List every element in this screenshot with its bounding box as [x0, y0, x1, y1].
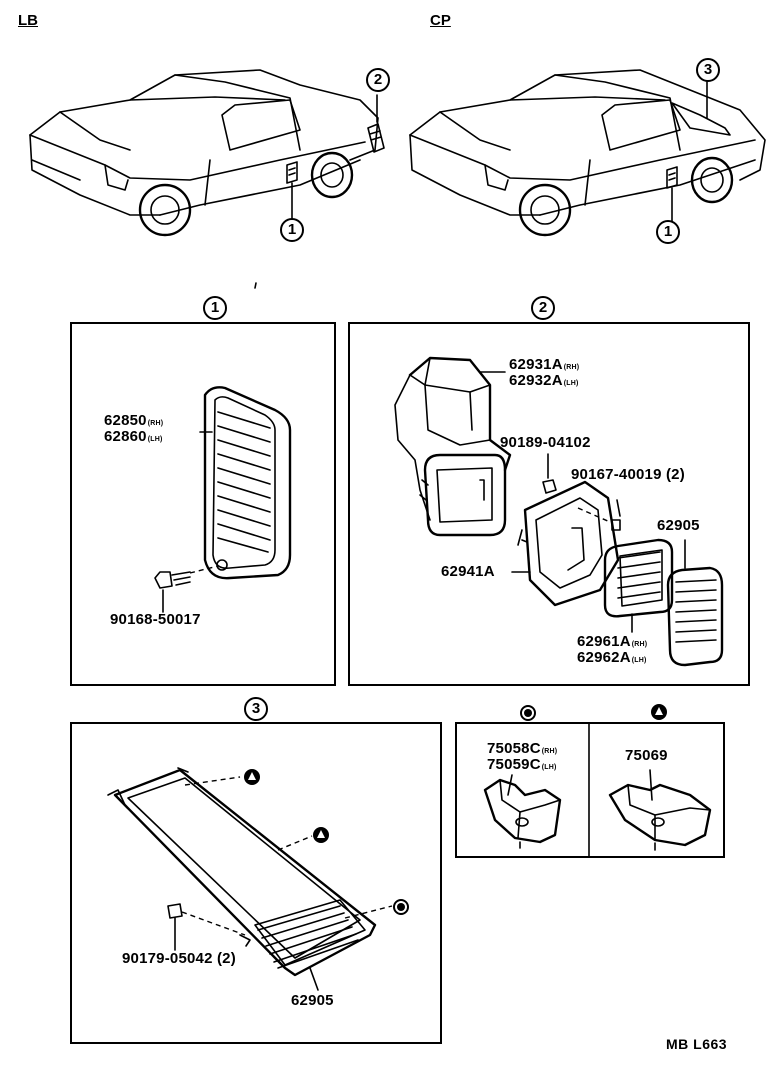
- panel1-part-b: 62860(LH): [104, 428, 163, 445]
- panel1-part-a: 62850(RH): [104, 412, 164, 429]
- callout-2-lb: 2: [366, 68, 390, 92]
- panel2-vent-a: 62961A(RH): [577, 633, 648, 650]
- triangle-marker: [313, 827, 329, 843]
- panel2-heading: 2: [531, 296, 555, 320]
- panel1-screw: 90168-50017: [110, 611, 201, 628]
- panel3-screw: 90179-05042 (2): [122, 950, 236, 967]
- panel4-bracket-art: [483, 723, 712, 858]
- panel2-screw: 90167-40019 (2): [571, 466, 685, 483]
- cp-car-illustration: [409, 69, 766, 237]
- panel4-frame: [455, 722, 725, 858]
- panel2-grille: 62905: [657, 517, 700, 534]
- callout-3-cp: 3: [696, 58, 720, 82]
- panel3-grille: 62905: [291, 992, 334, 1009]
- panel3-louver-art: [107, 767, 393, 991]
- panel2-duct-art: [394, 356, 724, 667]
- panel2-frame: [348, 322, 750, 686]
- panel2-gasket: 62941A: [441, 563, 495, 580]
- triangle-marker: [244, 769, 260, 785]
- panel2-duct-b: 62932A(LH): [509, 372, 579, 389]
- panel2-clip: 90189-04102: [500, 434, 591, 451]
- panel1-heading: 1: [203, 296, 227, 320]
- panel2-duct-a: 62931A(RH): [509, 356, 580, 373]
- panel4-bracket-b: 75059C(LH): [487, 756, 557, 773]
- callout-1-lb: 1: [280, 218, 304, 242]
- lb-car-illustration: [29, 69, 385, 237]
- panel3-heading: 3: [244, 697, 268, 721]
- panel4-bracket-a: 75058C(RH): [487, 740, 558, 757]
- panel4-bracket-c: 75069: [625, 747, 668, 764]
- cp-label: CP: [430, 12, 451, 29]
- dot-marker: [393, 899, 409, 915]
- panel3-frame: [70, 722, 442, 1044]
- panel2-vent-b: 62962A(LH): [577, 649, 647, 666]
- panel1-frame: [70, 322, 336, 686]
- panel1-grille-art: [154, 386, 292, 613]
- callout-1-cp: 1: [656, 220, 680, 244]
- drawing-code: MB L663: [666, 1036, 728, 1052]
- triangle-marker-heading: [651, 704, 667, 720]
- dot-marker-heading: [520, 705, 536, 721]
- lb-label: LB: [18, 12, 38, 29]
